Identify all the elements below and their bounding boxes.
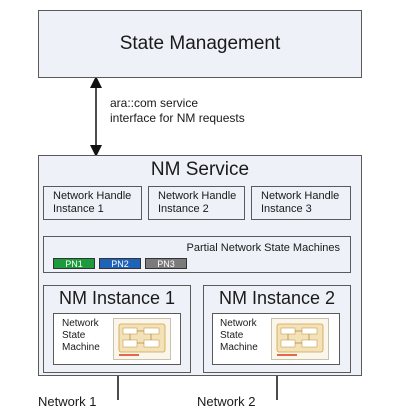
partial-network-label: Partial Network State Machines bbox=[186, 242, 340, 254]
network-handle-2: Network Handle Instance 2 bbox=[148, 186, 245, 220]
pn3-chip: PN3 bbox=[145, 258, 187, 269]
state-machine-diagram-thumbnail bbox=[271, 318, 329, 360]
state-machine-diagram-thumbnail bbox=[113, 318, 171, 360]
network-handle-1: Network Handle Instance 1 bbox=[43, 186, 142, 220]
network-1-label: Network 1 bbox=[38, 394, 97, 409]
state-machine-1-label: Network State Machine bbox=[62, 318, 100, 353]
state-management-label: State Management bbox=[119, 33, 281, 54]
interface-label: ara::com service interface for NM reques… bbox=[110, 96, 245, 125]
network-2-label: Network 2 bbox=[197, 394, 256, 409]
nm-instance-2-title: NM Instance 2 bbox=[218, 288, 336, 308]
network-handle-3: Network Handle Instance 3 bbox=[251, 186, 351, 220]
state-management-box bbox=[38, 10, 362, 78]
pn2-chip: PN2 bbox=[99, 258, 141, 269]
nm-instance-1-title: NM Instance 1 bbox=[58, 288, 176, 308]
state-machine-2-label: Network State Machine bbox=[220, 318, 258, 353]
diagram-connectors bbox=[90, 76, 278, 400]
pn1-chip: PN1 bbox=[53, 258, 95, 269]
nm-service-title: NM Service bbox=[150, 159, 250, 180]
